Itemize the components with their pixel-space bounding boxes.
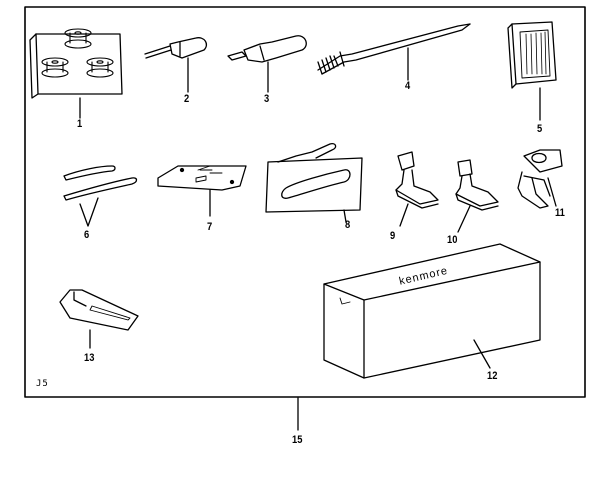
callout-6: 6	[84, 229, 90, 241]
screwdriver	[227, 35, 307, 63]
callout-15: 15	[292, 434, 303, 446]
diagram-frame	[24, 6, 586, 398]
leader-line-10	[457, 205, 471, 233]
callout-9: 9	[390, 230, 396, 242]
callout-13: 13	[84, 352, 95, 364]
presser-foot-9	[395, 151, 439, 209]
callout-3: 3	[264, 93, 270, 105]
callout-10: 10	[447, 234, 458, 246]
callout-7: 7	[207, 221, 213, 233]
leader-line-12	[473, 339, 491, 369]
bobbin-set	[29, 28, 123, 99]
leader-lines-6	[79, 197, 99, 227]
callout-4: 4	[405, 80, 411, 92]
small-screwdriver	[144, 37, 208, 59]
callout-8: 8	[345, 219, 351, 231]
diagram-code: J5	[36, 379, 49, 389]
callout-11: 11	[555, 207, 565, 219]
lint-brush	[317, 23, 471, 75]
seam-ripper-kit	[265, 142, 363, 213]
throat-plate	[157, 165, 247, 191]
callout-5: 5	[537, 123, 543, 135]
leader-line-9	[399, 203, 409, 227]
spring-clips	[63, 165, 138, 201]
callout-12: 12	[487, 370, 498, 382]
leader-line-11	[547, 177, 557, 207]
callout-2: 2	[184, 93, 190, 105]
callout-1: 1	[77, 118, 83, 130]
zipper-foot	[517, 149, 563, 209]
needle-pack	[507, 21, 557, 89]
leader-line-8	[343, 209, 347, 223]
presser-foot-10	[455, 159, 499, 211]
buttonhole-plate	[59, 289, 139, 331]
accessory-box	[323, 243, 541, 379]
